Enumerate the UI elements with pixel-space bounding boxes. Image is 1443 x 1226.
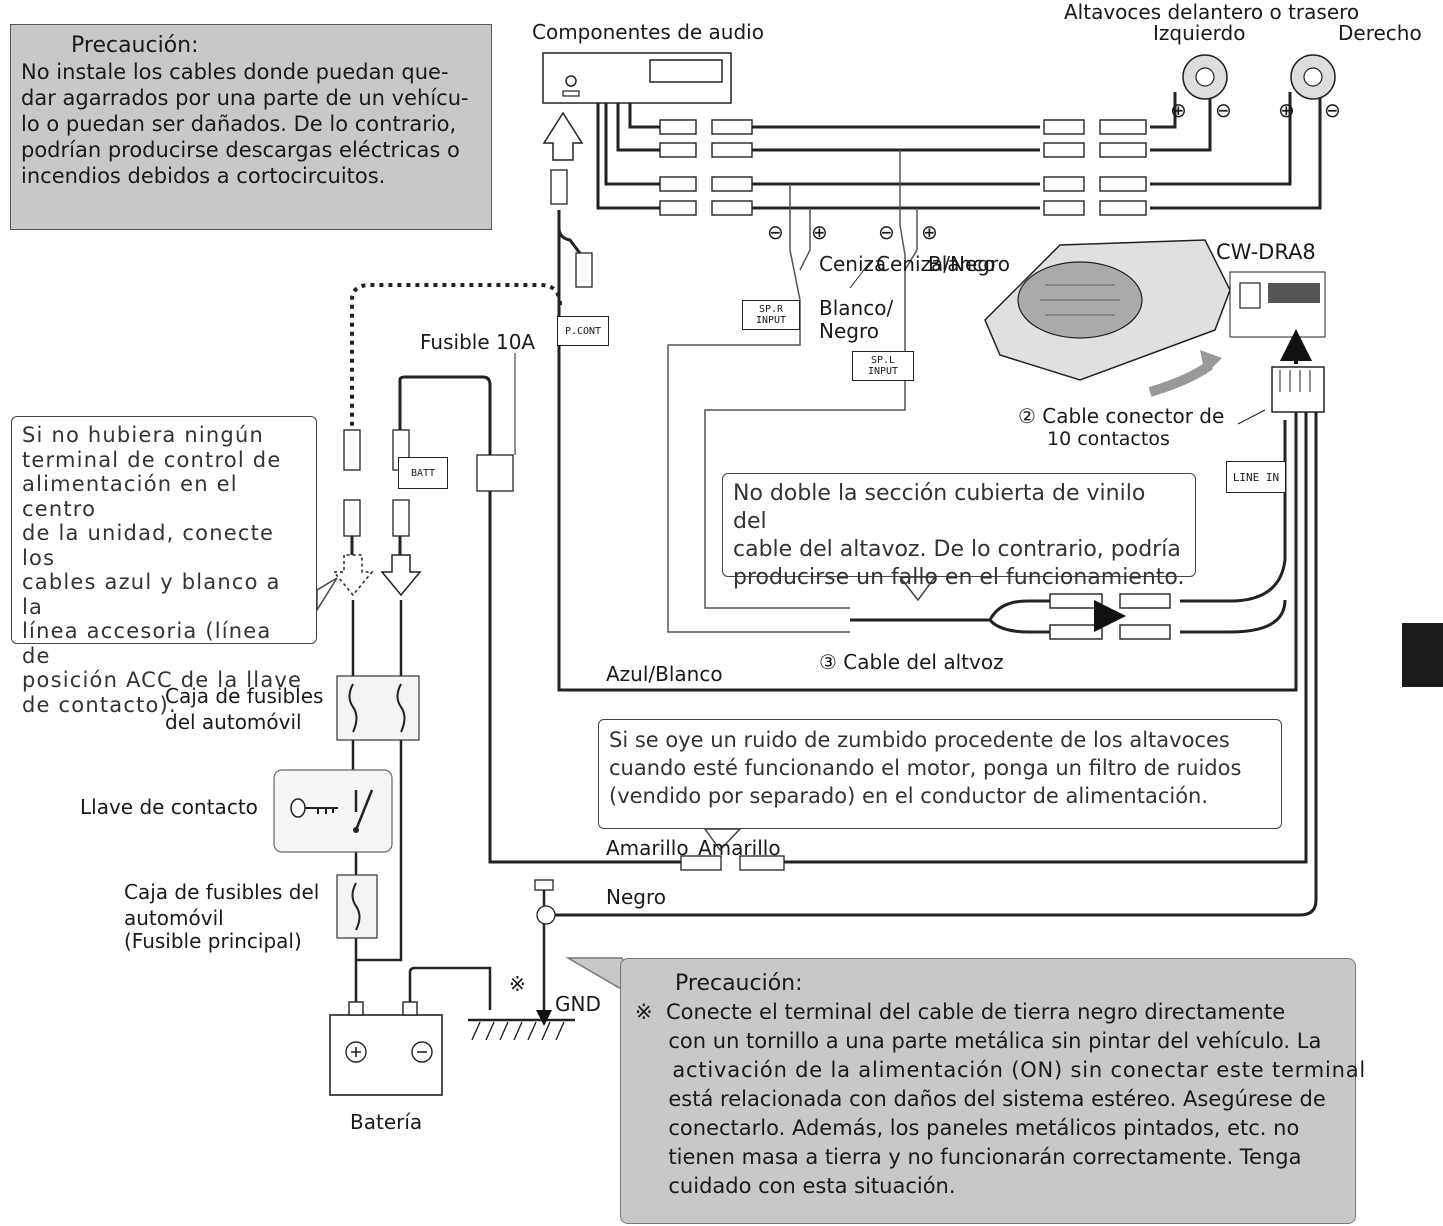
- caution-line: ※ Conecte el terminal del cable de tierr…: [635, 1000, 1286, 1024]
- minus-icon: ⊖: [878, 220, 895, 244]
- label-blanco-negro: Negro: [819, 319, 879, 343]
- label-main-fuse: automóvil: [124, 906, 224, 930]
- label-fuse-box: del automóvil: [165, 710, 302, 734]
- car-fuse-box: [336, 675, 420, 741]
- note-line: Si se oye un ruido de zumbido procedente…: [609, 728, 1230, 752]
- caution-line: con un tornillo a una parte metálica sin…: [635, 1029, 1322, 1053]
- tag-p-cont: P.CONT: [557, 316, 609, 346]
- note-line: No doble la sección cubierta de vinilo d…: [733, 481, 1146, 534]
- dashed-arrow-down-icon: [332, 554, 374, 597]
- caution-line: No instale los cables donde puedan que-: [21, 60, 449, 84]
- note-line: posición ACC de la llave: [22, 668, 303, 692]
- note-line: línea accesoria (línea de: [22, 619, 272, 668]
- right-speaker-icon: [1290, 54, 1336, 100]
- label-connector: 10 contactos: [1047, 428, 1170, 450]
- note-line: alimentación en el centro: [22, 472, 238, 521]
- ground-screw-icon: [534, 879, 556, 925]
- label-main-fuse: (Fusible principal): [124, 929, 302, 953]
- caution-box-bottom: Precaución: ※ Conecte el terminal del ca…: [620, 958, 1367, 1224]
- caution-line: tienen masa a tierra y no funcionarán co…: [635, 1145, 1302, 1169]
- main-fuse: [336, 874, 378, 939]
- label-ceniza-negro: Ceniza/Negro: [876, 252, 1010, 276]
- ground-symbol: [468, 1018, 575, 1041]
- note-line: Si no hubiera ningún: [22, 423, 264, 447]
- note-vinyl: No doble la sección cubierta de vinilo d…: [722, 473, 1196, 590]
- caution-line: dar agarrados por una parte de un vehícu…: [21, 86, 469, 110]
- minus-icon: ⊖: [767, 220, 784, 244]
- caution-line: conectarlo. Además, los paneles metálico…: [635, 1116, 1300, 1140]
- label-speaker-cable: ③ Cable del altvoz: [819, 650, 1004, 674]
- label-audio-components: Componentes de audio: [532, 20, 764, 44]
- label-negro: Negro: [606, 885, 666, 909]
- left-speaker-icon: [1182, 54, 1228, 100]
- tag-line-in: LINE IN: [1226, 461, 1286, 493]
- note-line: de contacto).: [22, 692, 177, 717]
- tag-text: SP.L: [870, 355, 896, 366]
- note-line: de la unidad, conecte los: [22, 521, 275, 570]
- plus-icon: ⊕: [921, 220, 938, 244]
- note-line: producirse un fallo en el funcionamiento…: [733, 565, 1185, 590]
- label-blanco: Blanco: [928, 252, 996, 276]
- label-main-fuse: Caja de fusibles del: [124, 880, 320, 904]
- label-amarillo: Amarillo: [698, 836, 781, 860]
- label-fuse-10a: Fusible 10A: [420, 330, 536, 354]
- label-blanco-negro: Blanco/: [819, 296, 894, 320]
- note-line: (vendido por separado) en el conductor d…: [609, 784, 1209, 808]
- caution-box-top: Precaución: No instale los cables donde …: [10, 24, 492, 230]
- label-fuse-box: Caja de fusibles: [165, 684, 324, 708]
- note-line: cables azul y blanco a la: [22, 570, 281, 619]
- connector-panel: [1229, 271, 1326, 338]
- plus-icon: ⊕: [1170, 98, 1187, 122]
- tag-text: INPUT: [867, 366, 899, 377]
- note-acc-line: Si no hubiera ningún terminal de control…: [11, 416, 317, 717]
- tag-batt: BATT: [398, 457, 448, 489]
- label-speakers-title: Altavoces delantero o trasero: [1064, 0, 1360, 24]
- label-battery: Batería: [350, 1110, 423, 1134]
- label-ceniza: Ceniza: [819, 252, 887, 276]
- caution-title: Precaución:: [675, 971, 803, 996]
- caution-line: incendios debidos a cortocircuitos.: [21, 164, 386, 188]
- note-noise: Si se oye un ruido de zumbido procedente…: [598, 719, 1282, 829]
- ten-pin-connector: [1271, 366, 1325, 413]
- reference-mark: ※: [509, 972, 526, 996]
- tag-text: SP.R: [758, 304, 784, 315]
- caution-line: podrían producirse descargas eléctricas …: [21, 138, 460, 162]
- label-azul-blanco: Azul/Blanco: [606, 662, 723, 686]
- arrow-down-icon: [380, 554, 422, 597]
- label-right: Derecho: [1338, 21, 1422, 45]
- label-amarillo: Amarillo: [606, 836, 689, 860]
- label-connector: ② Cable conector de: [1018, 404, 1225, 428]
- key-icon: [290, 798, 338, 818]
- subwoofer-icon: [984, 239, 1231, 381]
- caution-line: cuidado con esta situación.: [635, 1174, 956, 1198]
- note-line: cable del altavoz. De lo contrario, podr…: [733, 537, 1181, 562]
- caution-title: Precaución:: [71, 33, 199, 58]
- note-line: terminal de control de: [22, 447, 282, 472]
- tag-text: INPUT: [755, 315, 787, 326]
- note-line: cuando esté funcionando el motor, ponga …: [609, 756, 1242, 780]
- audio-unit-icon: [542, 52, 732, 104]
- arrow-up-icon: [542, 111, 584, 161]
- label-ignition: Llave de contacto: [80, 795, 258, 819]
- caution-line: activación de la alimentación (ON) sin c…: [635, 1058, 1367, 1082]
- plus-icon: ⊕: [1278, 98, 1295, 122]
- plus-icon: ⊕: [811, 220, 828, 244]
- curved-arrow-icon: [1148, 360, 1213, 397]
- label-model: CW-DRA8: [1216, 240, 1316, 264]
- battery-icon: [329, 1001, 443, 1096]
- caution-line: está relacionada con daños del sistema e…: [635, 1087, 1326, 1111]
- section-tab-marker: [1402, 623, 1443, 687]
- label-left: Izquierdo: [1153, 21, 1246, 45]
- minus-icon: ⊖: [1324, 98, 1341, 122]
- minus-icon: ⊖: [1215, 98, 1232, 122]
- caution-line: lo o puedan ser dañados. De lo contrario…: [21, 112, 457, 136]
- label-gnd: GND: [555, 992, 601, 1016]
